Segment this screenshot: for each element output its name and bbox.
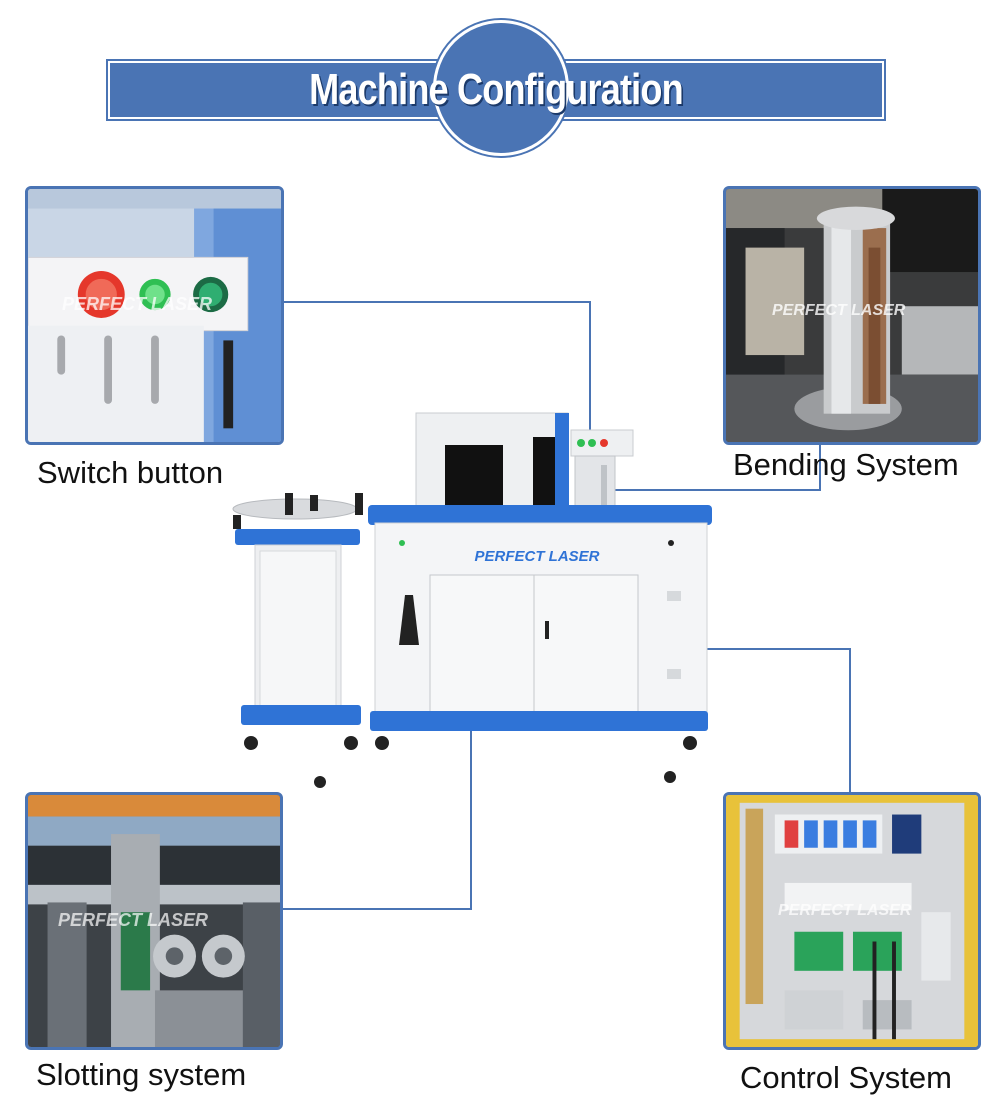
bending-watermark: PERFECT LASER	[772, 302, 906, 319]
connector-control	[565, 648, 851, 650]
connector-switch-v	[589, 301, 591, 441]
control-system-photo	[723, 792, 981, 1050]
machine-illustration: PERFECT LASER	[215, 405, 715, 795]
connector-bending	[604, 489, 821, 491]
bending-system-photo	[723, 186, 981, 445]
slotting-system-photo	[25, 792, 283, 1050]
switch-button-photo	[25, 186, 284, 445]
slotting-watermark: PERFECT LASER	[58, 910, 209, 930]
connector-switch	[284, 301, 591, 303]
bending-system-caption: Bending System	[733, 447, 959, 482]
slotting-system-caption: Slotting system	[36, 1057, 247, 1092]
connector-slotting	[283, 908, 472, 910]
control-system-caption: Control System	[740, 1060, 952, 1095]
machine-brand-label: PERFECT LASER	[474, 548, 599, 565]
connector-bending-v	[819, 444, 821, 491]
page-title: Machine Configuration	[309, 65, 683, 114]
connector-control-v	[849, 648, 851, 794]
switch-button-caption: Switch button	[37, 455, 224, 490]
control-watermark: PERFECT LASER	[778, 902, 912, 919]
title-banner-circle	[433, 20, 569, 156]
switch-watermark: PERFECT LASER	[62, 294, 213, 314]
